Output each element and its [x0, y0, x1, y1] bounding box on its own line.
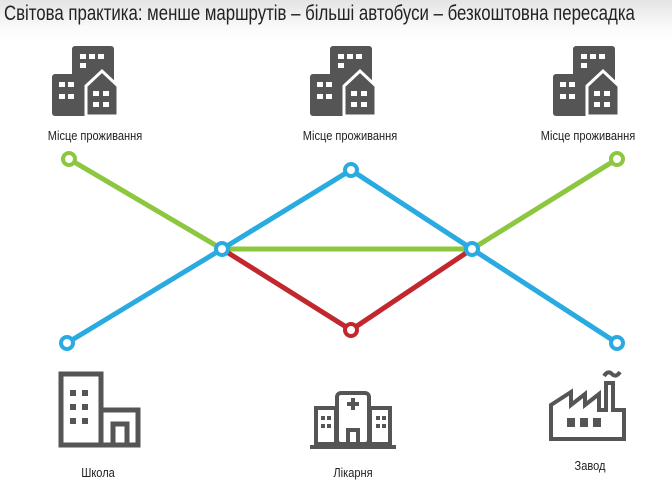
label-factory: Завод — [574, 458, 606, 473]
green-route — [67, 156, 619, 252]
residence-icon-3 — [551, 44, 621, 118]
stop-blue-factory — [609, 335, 625, 351]
residence-icon-2 — [308, 44, 378, 118]
transfer-hub-right — [464, 241, 480, 257]
label-school: Школа — [81, 465, 115, 480]
stop-blue-school — [59, 335, 75, 351]
stop-green-home1 — [61, 151, 77, 167]
stop-red-hospital — [343, 322, 359, 338]
factory-icon — [549, 370, 626, 441]
label-home-1: Місце проживання — [47, 128, 143, 143]
label-home-3: Місце проживання — [540, 128, 636, 143]
residence-icon-1 — [50, 44, 120, 118]
hospital-icon — [310, 391, 396, 449]
transfer-hub-left — [214, 241, 230, 257]
red-route — [220, 246, 474, 333]
stop-blue-home2 — [343, 162, 359, 178]
title-bar — [0, 0, 672, 40]
blue-route — [65, 167, 619, 346]
stop-green-home3 — [609, 151, 625, 167]
page-title: Світова практика: менше маршрутів – біль… — [4, 2, 635, 25]
label-home-2: Місце проживання — [302, 128, 398, 143]
label-hospital: Лікарня — [333, 465, 373, 480]
school-icon — [58, 371, 141, 448]
